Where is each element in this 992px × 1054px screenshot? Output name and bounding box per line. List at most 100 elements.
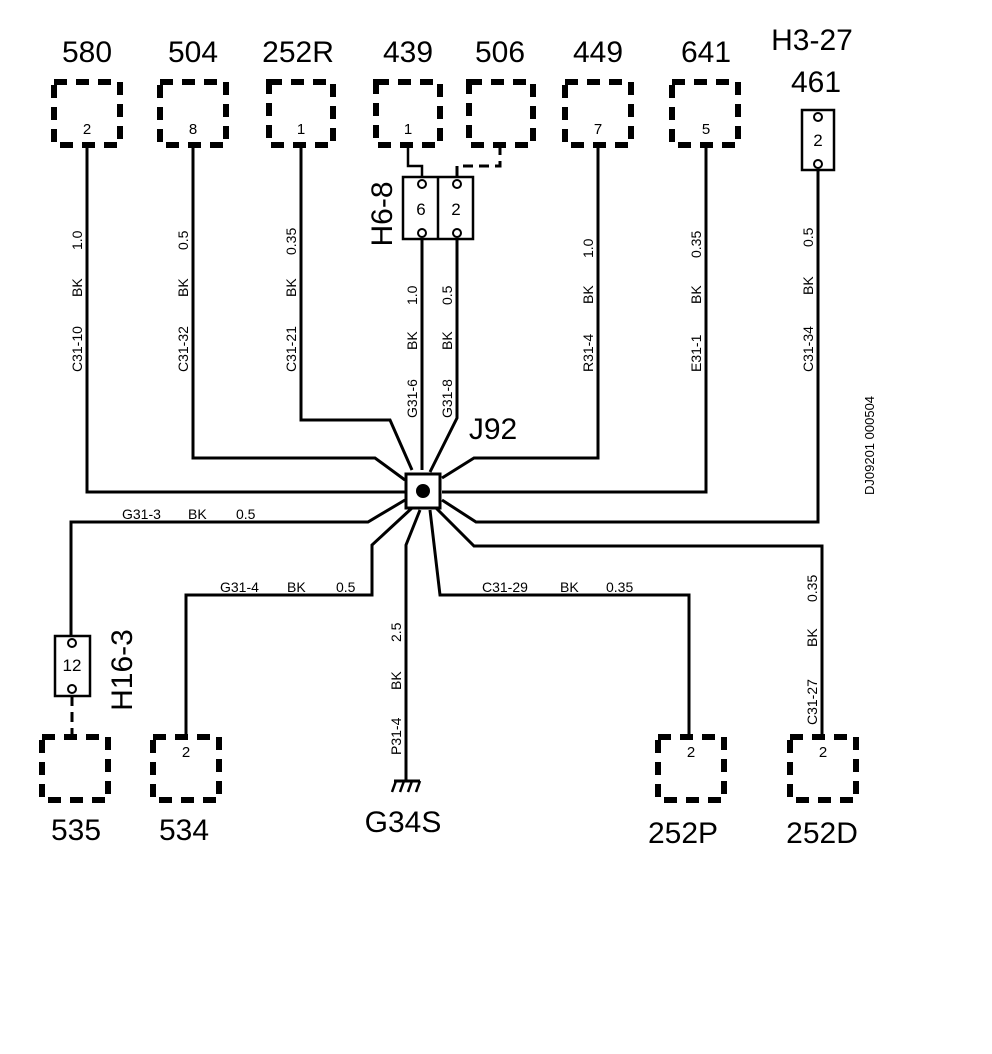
w506-circuit: G31-8 [439, 379, 455, 418]
connector-h6-8-label: H6-8 [366, 181, 399, 246]
component-252p-pin: 2 [687, 744, 695, 761]
w535-circuit: G31-3 [122, 506, 161, 522]
ground-icon-tick-1 [390, 780, 398, 793]
wire-439-to-h6-8 [406, 145, 424, 178]
component-252p-label: 252P [648, 817, 718, 850]
component-534-label: 534 [159, 814, 209, 847]
component-449-label: 449 [573, 36, 623, 69]
wg34s-circuit: P31-4 [388, 717, 404, 755]
component-252r: 252R 1 [262, 36, 336, 148]
wire-g34s [404, 509, 422, 780]
w449-size: 1.0 [580, 238, 596, 258]
component-506: 506 [466, 36, 536, 148]
wire-580 [85, 145, 405, 494]
component-252d-box [787, 734, 859, 803]
w506-size: 0.5 [439, 285, 455, 305]
splice-j92-dot [416, 484, 430, 498]
w439-circuit: G31-6 [404, 379, 420, 418]
component-252p: 2 252P [648, 734, 727, 850]
h16-3-pin-top [67, 638, 77, 648]
w504-color: BK [175, 278, 191, 297]
component-535-label: 535 [51, 814, 101, 847]
component-461: H3-27 461 2 [771, 24, 853, 172]
ground-icon-tick-4 [414, 780, 422, 793]
w534-circuit: G31-4 [220, 579, 259, 595]
wire-461 [441, 170, 820, 524]
w439-color: BK [404, 331, 420, 350]
component-461-label: 461 [791, 66, 841, 99]
w641-color: BK [688, 285, 704, 304]
component-580: 580 2 [51, 36, 123, 148]
component-534: 2 534 [150, 734, 222, 847]
component-439-pin: 1 [404, 121, 412, 138]
component-449: 449 7 [562, 36, 634, 148]
ground-g34s-label: G34S [365, 806, 442, 839]
w449-circuit: R31-4 [580, 334, 596, 372]
ground-g34s: G34S [365, 779, 442, 839]
w252r-size: 0.35 [283, 228, 299, 255]
w252r-circuit: C31-21 [283, 326, 299, 372]
w641-size: 0.35 [688, 231, 704, 258]
component-252d: 2 252D [786, 734, 859, 850]
w535-color: BK [188, 506, 207, 522]
w506-color: BK [439, 331, 455, 350]
wire-252p [428, 509, 691, 738]
wire-641 [442, 145, 708, 494]
component-504-pin: 8 [189, 121, 197, 138]
wire-535 [69, 498, 406, 637]
w534-size: 0.5 [336, 579, 356, 595]
w534-color: BK [287, 579, 306, 595]
document-id: DJ09201 000504 [862, 396, 877, 495]
w252d-color: BK [804, 628, 820, 647]
connector-h6-8: 6 2 H6-8 [366, 145, 502, 247]
w580-size: 1.0 [69, 230, 85, 250]
component-580-pin: 2 [83, 121, 91, 138]
vertical-wire-labels: C31-10 BK 1.0 C31-32 BK 0.5 C31-21 BK 0.… [69, 227, 820, 755]
connector-h16-3-label: H16-3 [106, 629, 139, 711]
splice-j92-label: J92 [469, 413, 517, 446]
wire-252d [434, 506, 824, 738]
component-535: 535 [39, 734, 111, 847]
ground-icon-tick-3 [406, 780, 414, 793]
component-641-label: 641 [681, 36, 731, 69]
w461-size: 0.5 [800, 227, 816, 247]
wire-252r [299, 145, 414, 471]
h6-8-pin-b: 2 [451, 200, 460, 219]
component-506-box [466, 79, 536, 148]
component-504-label: 504 [168, 36, 218, 69]
component-641: 641 5 [669, 36, 741, 148]
component-252r-label: 252R [262, 36, 334, 69]
component-252d-pin: 2 [819, 744, 827, 761]
component-252r-pin: 1 [297, 121, 305, 138]
w449-color: BK [580, 285, 596, 304]
w252p-color: BK [560, 579, 579, 595]
wire-534 [184, 506, 414, 738]
wg34s-color: BK [388, 671, 404, 690]
component-534-box [150, 734, 222, 803]
wire-449 [441, 145, 600, 480]
h6-8-pin-b-top [452, 179, 462, 189]
component-534-pin: 2 [182, 744, 190, 761]
w580-color: BK [69, 278, 85, 297]
wg34s-size: 2.5 [388, 622, 404, 642]
w504-size: 0.5 [175, 230, 191, 250]
h6-8-pin-a-top [417, 179, 427, 189]
component-461-pin: 2 [813, 131, 822, 150]
connector-h3-27-pin-top [813, 112, 823, 122]
h16-3-pin-bottom [67, 684, 77, 694]
h6-8-pin-a: 6 [416, 200, 425, 219]
component-506-label: 506 [475, 36, 525, 69]
component-580-label: 580 [62, 36, 112, 69]
component-252p-box [655, 734, 727, 803]
component-439-label: 439 [383, 36, 433, 69]
wire-504 [191, 145, 406, 482]
w252p-circuit: C31-29 [482, 579, 528, 595]
w461-color: BK [800, 276, 816, 295]
w641-circuit: E31-1 [688, 334, 704, 372]
w461-circuit: C31-34 [800, 326, 816, 372]
connector-h3-27-pin-bottom [813, 159, 823, 169]
wires [69, 145, 824, 780]
component-641-pin: 5 [702, 121, 710, 138]
w252p-size: 0.35 [606, 579, 633, 595]
